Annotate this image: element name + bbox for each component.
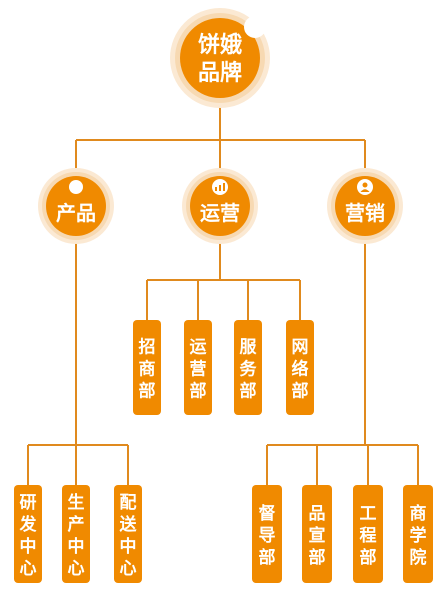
product-unit-box: 配送中心 [114,485,142,583]
product-unit-label: 研发中心 [19,493,38,579]
root-node: 饼娥 品牌 [170,8,270,108]
operations-unit-label: 招商部 [139,337,156,402]
marketing-unit-rect [353,485,383,583]
root-bite-mark [244,16,266,38]
branch-operations-circle [190,176,250,236]
operations-unit-rect [184,320,212,415]
operations-unit-box: 运营部 [184,320,212,415]
branch-product-circle [46,176,106,236]
marketing-unit-box: 品宣部 [302,485,332,583]
product-unit-box: 研发中心 [14,485,42,583]
root-title-line1: 饼娥 [198,32,242,58]
marketing-unit-box: 督导部 [252,485,282,583]
operations-unit-label: 运营部 [190,338,207,402]
operations-unit-rect [133,320,161,415]
marketing-unit-label: 督导部 [259,503,276,568]
operations-unit-box: 网络部 [286,320,314,415]
connector-lines [27,100,419,485]
branch-product-label: 产品 [56,201,96,225]
product-unit-rect [14,485,42,583]
branch-operations-label: 运营 [200,201,240,225]
marketing-unit-box: 商学院 [403,485,433,583]
marketing-unit-box: 工程部 [353,485,383,583]
branch-marketing-circle [335,176,395,236]
product-unit-rect [62,485,90,583]
marketing-unit-label: 工程部 [360,504,377,568]
product-unit-label: 配送中心 [120,493,138,579]
product-units: 研发中心 生产中心 配送中心 [14,485,142,583]
branch-marketing-label: 营销 [345,201,385,225]
marketing-unit-rect [252,485,282,583]
operations-unit-box: 招商部 [133,320,161,415]
branch-marketing: 营销 [327,168,403,244]
bar-chart-icon [212,179,228,195]
root-circle [180,18,260,98]
user-icon [357,179,373,195]
operations-unit-rect [286,320,314,415]
circle-icon [69,180,83,194]
branch-product: 产品 [38,168,114,244]
product-unit-label: 生产中心 [68,492,85,579]
operations-unit-label: 服务部 [240,338,258,402]
operations-unit-label: 网络部 [292,338,309,402]
marketing-units: 督导部 品宣部 工程部 商学院 [252,485,433,583]
marketing-unit-label: 商学院 [410,503,427,568]
marketing-unit-label: 品宣部 [309,504,326,568]
marketing-unit-rect [302,485,332,583]
branch-operations: 运营 [182,168,258,244]
product-unit-box: 生产中心 [62,485,90,583]
operations-units: 招商部 运营部 服务部 网络部 [133,320,314,415]
operations-unit-rect [234,320,262,415]
operations-unit-box: 服务部 [234,320,262,415]
marketing-unit-rect [403,485,433,583]
root-title-line2: 品牌 [198,60,242,86]
product-unit-rect [114,485,142,583]
